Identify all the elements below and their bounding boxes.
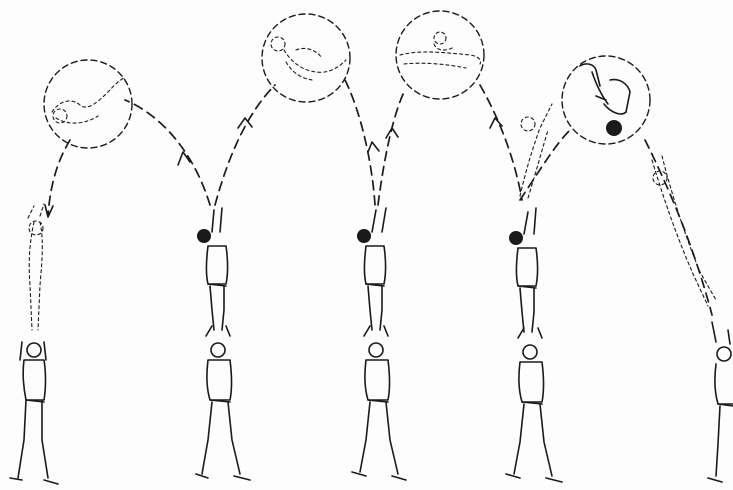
flight-arc-2-down <box>345 80 375 205</box>
phase-1-group <box>10 204 58 484</box>
flight-arc-1 <box>125 100 210 205</box>
flyer-head-filled <box>606 120 622 136</box>
arrow-head-4 <box>368 142 379 152</box>
inset-circle-3 <box>396 11 484 99</box>
inset-circle-1 <box>44 60 132 148</box>
flight-arc-3-down <box>480 85 522 200</box>
arrow-head-2 <box>178 152 190 165</box>
inset-circle-4 <box>562 56 650 144</box>
phase-3-group <box>352 208 406 480</box>
flight-arc-3 <box>378 90 405 205</box>
phase-4-group <box>506 104 562 482</box>
phase-2-group <box>196 208 250 480</box>
flight-arc-4-down <box>645 140 712 315</box>
arrow-head-5 <box>386 128 398 138</box>
flight-arc-1-down <box>48 140 70 215</box>
flight-arc-2 <box>215 85 275 205</box>
phase-5-group <box>652 156 733 482</box>
inset-circle-2 <box>262 14 350 102</box>
